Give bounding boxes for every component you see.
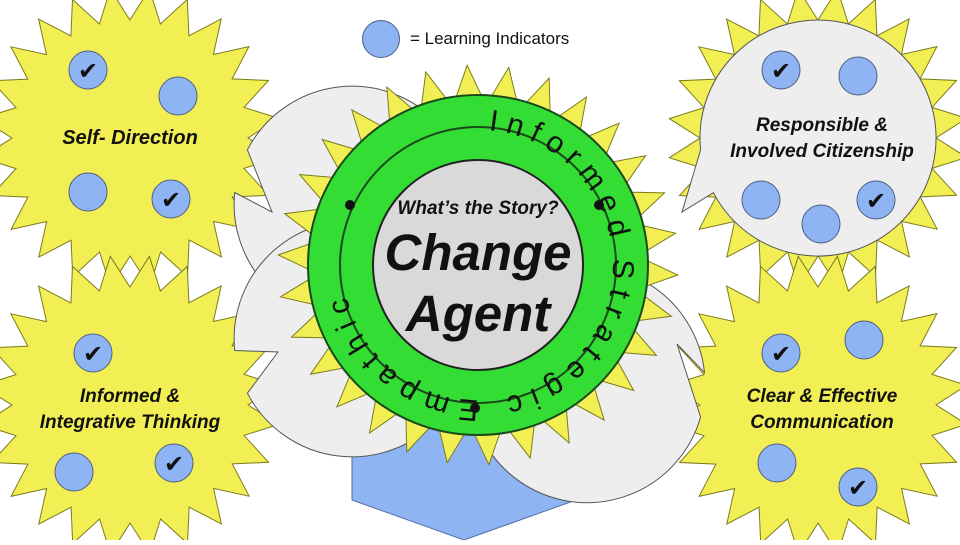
- competency-label: Self- Direction: [62, 127, 198, 149]
- indicator-unchecked: [68, 172, 108, 212]
- center-disc: [372, 159, 584, 371]
- indicator-checked: [838, 467, 878, 507]
- indicator-legend-icon: [362, 20, 400, 58]
- indicator-checked: [73, 333, 113, 373]
- indicator-checked: [761, 333, 801, 373]
- check-mark-icon: ✔: [866, 188, 886, 215]
- ring-separator-dot: [594, 200, 604, 210]
- indicator-checked: [761, 50, 801, 90]
- check-mark-icon: ✔: [78, 58, 98, 85]
- check-mark-icon: ✔: [83, 341, 103, 368]
- indicator-unchecked: [158, 76, 198, 116]
- legend: = Learning Indicators: [362, 20, 569, 58]
- ring-separator-dot: [345, 200, 355, 210]
- change-agent-badge: Strategic Empathic Informed What’s the S…: [276, 63, 680, 467]
- check-mark-icon: ✔: [771, 341, 791, 368]
- center-title-line1: Change: [384, 224, 571, 281]
- competency-label-line2: Involved Citizenship: [730, 141, 914, 162]
- indicator-unchecked: [54, 452, 94, 492]
- legend-label: = Learning Indicators: [410, 29, 570, 48]
- indicator-unchecked: [838, 56, 878, 96]
- competency-label-line1: Informed &: [80, 386, 180, 407]
- indicator-checked: [151, 179, 191, 219]
- check-mark-icon: ✔: [164, 451, 184, 478]
- check-mark-icon: ✔: [771, 58, 791, 85]
- indicator-checked: [68, 50, 108, 90]
- competency-citizenship: ✔ ✔ Responsible & Involved Citizenship: [668, 0, 960, 288]
- ring-inner-edge: [339, 126, 617, 404]
- competency-label-line2: Communication: [750, 412, 894, 433]
- indicator-unchecked: [844, 320, 884, 360]
- indicator-unchecked: [757, 443, 797, 483]
- indicator-checked: [154, 443, 194, 483]
- competency-label-line2: Integrative Thinking: [40, 412, 221, 433]
- check-mark-icon: ✔: [161, 187, 181, 214]
- center-title-line2: Agent: [404, 285, 553, 342]
- indicator-checked: [856, 180, 896, 220]
- ring-separator-dot: [470, 403, 480, 413]
- center-question: What’s the Story?: [397, 198, 559, 219]
- indicator-unchecked: [741, 180, 781, 220]
- indicator-unchecked: [801, 204, 841, 244]
- competency-label-line1: Clear & Effective: [747, 386, 898, 407]
- check-mark-icon: ✔: [848, 475, 868, 502]
- competency-label-line1: Responsible &: [756, 115, 888, 136]
